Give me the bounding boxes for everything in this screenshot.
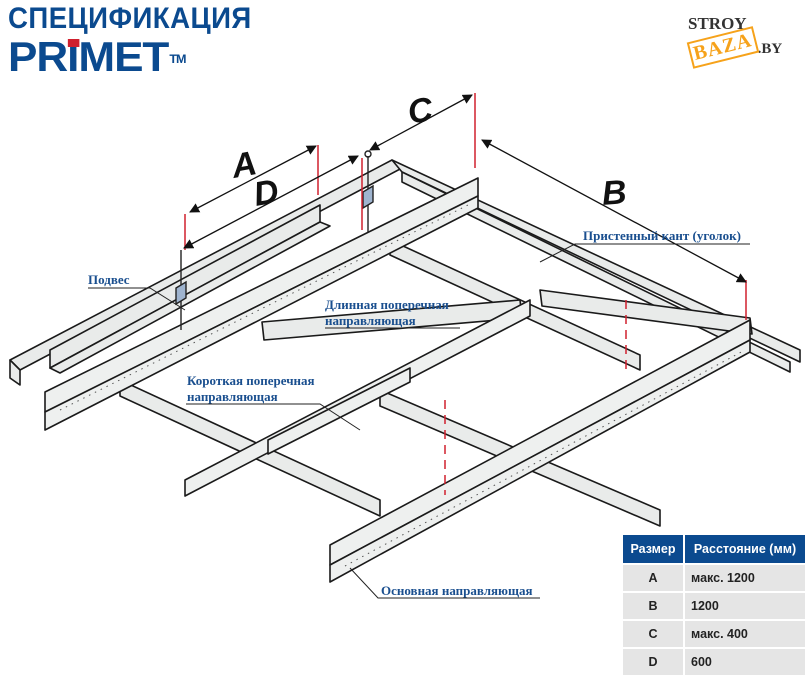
label-long-cross-line2: направляющая [325, 313, 416, 328]
site-left: STROY [688, 14, 747, 33]
brand-i-dot [67, 39, 80, 47]
label-short-cross-rail: Короткая поперечная направляющая [187, 373, 315, 405]
label-long-cross-line1: Длинная поперечная [325, 297, 449, 312]
leader-wall-angle [539, 243, 750, 263]
long-cross-rail-6 [539, 289, 753, 335]
row-key: B [623, 593, 683, 619]
row-value: макс. 1200 [685, 565, 805, 591]
row-value: 1200 [685, 593, 805, 619]
trademark: TM [169, 52, 186, 66]
hanger-eye [364, 150, 372, 158]
site-watermark: STROYBAZA.BY [686, 14, 807, 69]
wall-angle-left-end [9, 359, 21, 386]
page-title: СПЕЦИФИКАЦИЯ [8, 2, 252, 35]
row-key: A [623, 565, 683, 591]
row-value: макс. 400 [685, 621, 805, 647]
label-long-cross-rail: Длинная поперечная направляющая [325, 297, 449, 329]
leader-main-rail [349, 567, 540, 599]
short-cross-rail-2 [267, 367, 411, 455]
main-rail-back-web [44, 195, 479, 431]
leader-lines [88, 243, 750, 599]
label-wall-angle: Пристенный кант (уголок) [583, 228, 741, 243]
dimension-label-b: B [600, 173, 628, 213]
row-value: 600 [685, 649, 805, 675]
label-hanger: Подвес [88, 272, 130, 287]
brand-suffix: MET [78, 33, 169, 80]
row-key: C [623, 621, 683, 647]
dimension-lines [183, 94, 747, 283]
row-key: D [623, 649, 683, 675]
main-rail-front [329, 319, 751, 566]
label-main-rail: Основная направляющая [381, 583, 533, 598]
label-short-cross-line2: направляющая [187, 389, 278, 404]
leader-short-cross [186, 403, 361, 431]
dimension-line-b [481, 139, 747, 283]
hanger-clip-2 [362, 184, 374, 210]
col-size: Размер [623, 535, 683, 563]
table-row: B 1200 [623, 593, 805, 619]
hanger-clip [175, 280, 187, 306]
site-right: .BY [757, 41, 783, 57]
spec-table-header: Размер Расстояние (мм) [623, 535, 805, 563]
brand-i: I [67, 33, 80, 80]
leader-hanger [88, 287, 186, 311]
table-row: C макс. 400 [623, 621, 805, 647]
spec-table: Размер Расстояние (мм) A макс. 1200 B 12… [621, 533, 807, 677]
brand-prefix: PR [8, 33, 68, 80]
hanger [175, 150, 374, 330]
dimension-line-c [369, 94, 473, 151]
col-distance: Расстояние (мм) [685, 535, 805, 563]
label-short-cross-line1: Короткая поперечная [187, 373, 315, 388]
table-row: A макс. 1200 [623, 565, 805, 591]
dimension-line-d [183, 155, 359, 249]
table-row: D 600 [623, 649, 805, 675]
